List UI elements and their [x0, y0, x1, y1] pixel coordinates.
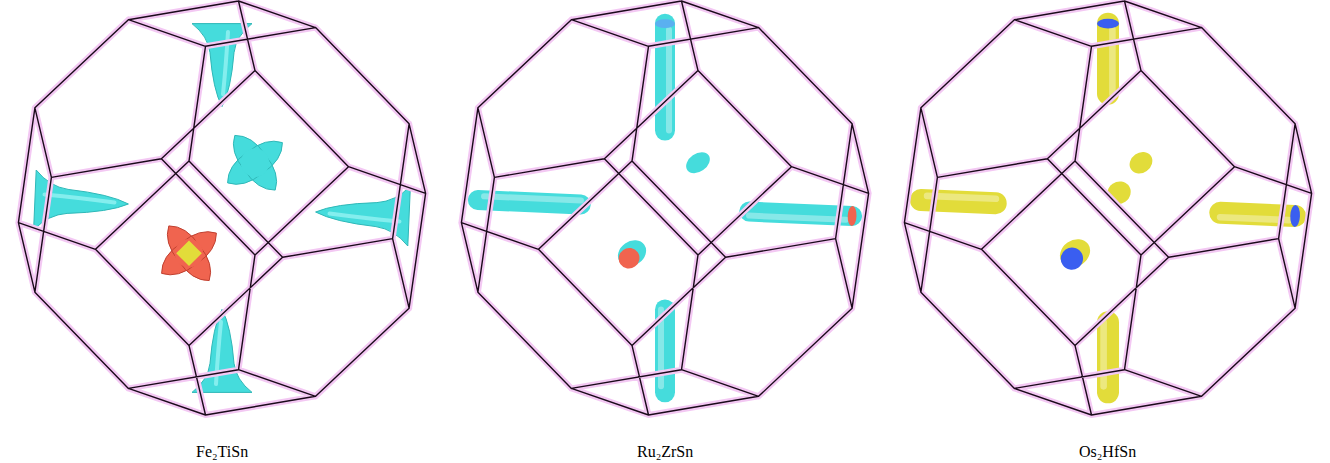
pocket-cut-face: [655, 19, 675, 28]
pocket-cut-face: [615, 244, 644, 273]
fermi-pocket: [228, 135, 283, 190]
zone-edge: [18, 1, 425, 415]
fermi-pocket: [1125, 148, 1156, 178]
pocket-highlight: [330, 214, 400, 222]
pocket-cut-face: [1290, 205, 1301, 227]
fermi-pocket: [1097, 24, 1119, 94]
zone-edge: [904, 1, 1311, 415]
edge-glow: [904, 1, 1311, 415]
zone-wireframe: [461, 1, 868, 415]
fermi-pocket: [1054, 233, 1095, 273]
fermi-pocket: [162, 226, 217, 281]
edge-glow: [18, 1, 425, 415]
pocket-highlight: [1109, 30, 1116, 94]
pocket-cut-face: [1097, 19, 1119, 29]
pocket-cut-face: [176, 240, 202, 266]
fermi-pocket: [613, 235, 651, 272]
compound-label: Ru₂ZrSn: [637, 442, 693, 461]
compound-label: Os₂HfSn: [1079, 442, 1136, 461]
pocket-highlight: [45, 194, 115, 202]
fermi-pocket-core: [241, 149, 269, 177]
zone-edge: [461, 1, 868, 415]
fermi-pocket: [682, 148, 714, 178]
fermi-pocket-core: [175, 239, 203, 267]
pocket-highlight: [1100, 322, 1107, 386]
pocket-cut-face: [1056, 243, 1087, 274]
pocket-highlight: [749, 216, 846, 220]
compound-label: Fe₂TiSn: [196, 442, 248, 461]
zone-wireframe: [18, 1, 425, 415]
edge-glow: [461, 1, 868, 415]
fermi-pocket: [1097, 322, 1119, 392]
pocket-highlight: [484, 196, 581, 200]
pocket-cut-face: [847, 206, 857, 226]
zone-wireframe: [904, 1, 1311, 415]
